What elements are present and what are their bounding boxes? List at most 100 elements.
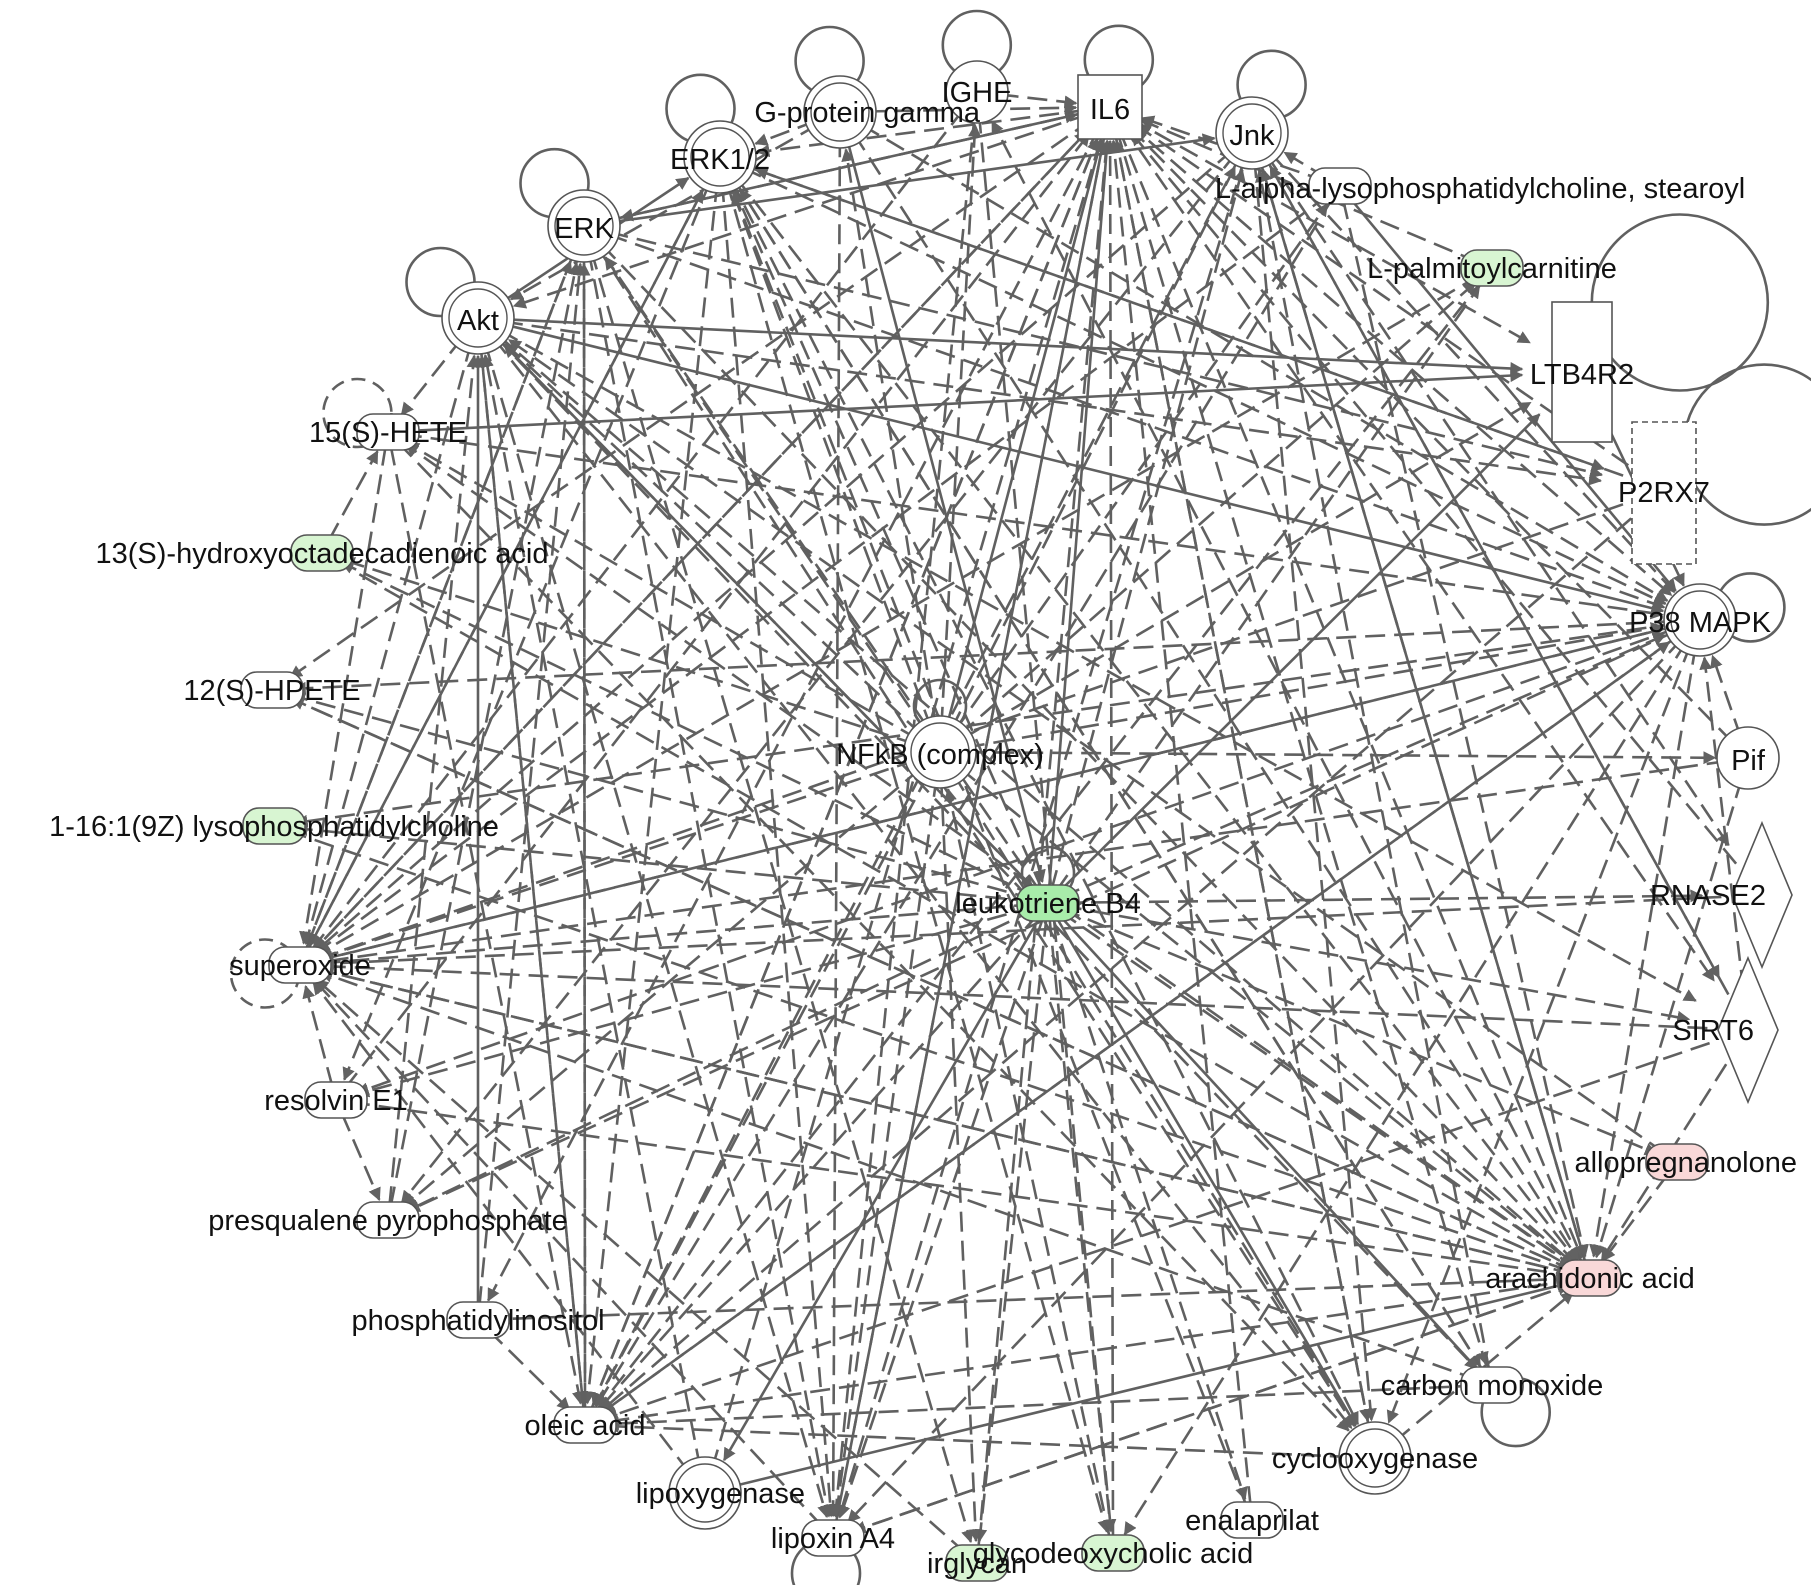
label-SIRT6: SIRT6 [1672, 1015, 1754, 1047]
edge-ARA-to-PI [498, 1277, 1577, 1326]
edge-LTB4-to-PSPP [406, 907, 1036, 1212]
label-P2RX7: P2RX7 [1618, 477, 1710, 509]
node-SIRT6[interactable] [1717, 955, 1779, 1105]
label-SUPO: superoxide [229, 950, 371, 982]
node-LPCS[interactable] [1308, 167, 1372, 205]
edge-ERK12-to-COX [730, 178, 1360, 1426]
node-HODE[interactable] [290, 534, 354, 572]
edge-IL6-to-P38 [1126, 120, 1673, 597]
node-RNASE2[interactable] [1731, 820, 1793, 970]
edge-IL6-to-ERK12 [756, 108, 1088, 158]
edge-LTB4-to-OLEIC [598, 912, 1040, 1410]
node-Akt[interactable] [441, 281, 515, 355]
node-IGHE[interactable] [945, 60, 1009, 124]
label-RNASE2: RNASE2 [1650, 880, 1766, 912]
edge-RVE1-to-PSPP [340, 1112, 381, 1201]
node-NFKB[interactable] [903, 715, 977, 789]
edge-NFKB-to-HETE [405, 441, 919, 741]
edge-IL6-to-PI [487, 126, 1101, 1302]
node-layer [240, 60, 1793, 1582]
node-LXA4[interactable] [801, 1519, 865, 1557]
node-LTB4[interactable] [1016, 884, 1080, 922]
node-ALLO[interactable] [1645, 1143, 1709, 1181]
edge-NFKB-to-P38 [964, 622, 1664, 749]
node-GDCA[interactable] [1081, 1534, 1145, 1572]
label-LTB4: leukotriene B4 [955, 888, 1140, 920]
edge-ERK-to-LXA4 [587, 250, 834, 1518]
edge-Gprot-to-Akt [509, 123, 819, 301]
label-HODE: 13(S)-hydroxyoctadecadienoic acid [96, 538, 549, 570]
label-Gprot: G-protein gamma [754, 97, 981, 129]
node-CO[interactable] [1460, 1366, 1524, 1404]
node-P38[interactable] [1663, 583, 1737, 657]
label-IRG: irglycan [927, 1548, 1027, 1580]
edge-HETE-to-SUPO [299, 445, 387, 945]
label-RVE1: resolvin E1 [264, 1085, 407, 1117]
node-HPETE[interactable] [240, 671, 304, 709]
edge-IL6-to-Akt [512, 112, 1090, 309]
edge-IL6-to-CO [1115, 128, 1489, 1366]
node-PSPP[interactable] [356, 1201, 420, 1239]
node-LOX[interactable] [668, 1456, 742, 1530]
node-RVE1[interactable] [304, 1081, 368, 1119]
node-Gprot[interactable] [803, 75, 877, 149]
edge-LTB4-to-ERK [604, 256, 1042, 893]
edge-LXA4-to-IL6 [834, 139, 1108, 1525]
edge-PI-to-ERK [478, 262, 586, 1307]
edge-Akt-to-CO [494, 335, 1478, 1371]
edge-NFKB-to-IRG [939, 777, 982, 1543]
node-OLEIC[interactable] [553, 1406, 617, 1444]
label-Pif: Pif [1731, 745, 1766, 777]
edge-LTB4-to-P38 [1060, 633, 1667, 899]
edge-Pif-to-IL6 [1132, 130, 1734, 744]
label-PSPP: presqualene pyrophosphate [208, 1205, 568, 1237]
node-PI[interactable] [446, 1301, 510, 1339]
node-ARA[interactable] [1558, 1259, 1622, 1297]
label-LPC16: 1-16:1(9Z) lysophosphatidylcholine [49, 811, 499, 843]
label-HPETE: 12(S)-HPETE [183, 675, 360, 707]
edge-Gprot-to-P38 [861, 123, 1669, 602]
edge-NFKB-to-IGHE [940, 123, 982, 727]
label-ERK: ERK [554, 213, 614, 245]
edge-NFKB-to-LPCS [953, 202, 1329, 733]
edge-P2RX7-to-ERK12 [754, 167, 1624, 477]
edge-IRG-to-IL6 [977, 139, 1113, 1550]
edge-SUPO-to-IL6 [308, 130, 1088, 956]
edge-LXA4-to-SUPO [314, 980, 825, 1529]
edge-COX-to-OLEIC [605, 1419, 1350, 1459]
edge-LTB4-to-HODE [340, 561, 1036, 899]
edge-IGHE-to-SUPO [312, 108, 965, 949]
label-ENAL: enalaprilat [1185, 1505, 1319, 1537]
edge-SUPO-to-ERK12 [305, 189, 704, 954]
edge-ARA-to-OLEIC [605, 1278, 1577, 1427]
node-IRG[interactable] [945, 1544, 1009, 1582]
edge-LTB4-to-HPETE [291, 692, 1035, 901]
node-LTB4R2[interactable] [1551, 301, 1613, 443]
node-P2RX7[interactable] [1631, 421, 1697, 565]
node-SUPO[interactable] [268, 946, 332, 984]
label-Jnk: Jnk [1229, 120, 1275, 152]
node-ERK12[interactable] [683, 120, 757, 194]
node-COX[interactable] [1338, 1421, 1412, 1495]
node-Jnk[interactable] [1215, 96, 1289, 170]
node-ERK[interactable] [547, 189, 621, 263]
edge-P38-to-COX [1386, 643, 1693, 1424]
edge-P2RX7-to-OLEIC [600, 517, 1633, 1412]
node-LPAL[interactable] [1460, 249, 1524, 287]
edge-Gprot-to-LTB4 [845, 136, 1046, 883]
label-ALLO: allopregnanolone [1574, 1147, 1797, 1179]
node-LPC16[interactable] [242, 807, 306, 845]
edge-LTB4-to-ALLO [1060, 907, 1658, 1156]
edge-LTB4-to-GDCA [1048, 916, 1117, 1533]
edge-RNASE2-to-IL6 [1130, 132, 1738, 865]
edge-HODE-to-ARA [333, 558, 1573, 1269]
edge-ALLO-to-ARA [1602, 1172, 1670, 1262]
node-ENAL[interactable] [1220, 1501, 1284, 1539]
node-IL6[interactable] [1077, 74, 1143, 140]
edge-PI-to-OLEIC [487, 1328, 571, 1411]
node-HETE[interactable] [356, 413, 420, 451]
node-Pif[interactable] [1716, 726, 1780, 790]
edge-SUPO-to-ERK [303, 260, 573, 953]
